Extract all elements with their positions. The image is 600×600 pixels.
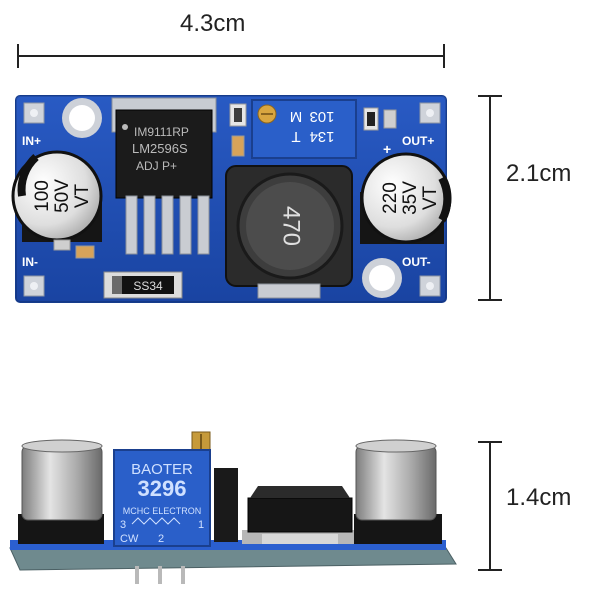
pcb-top-view: IN+ IN- OUT+ OUT- + 100 50V VT 220 35V V… — [11, 95, 452, 303]
cap-right-line2: 35V — [400, 181, 421, 215]
diode-side — [214, 468, 238, 542]
capacitor-right-side — [354, 439, 442, 544]
capacitor-left-side — [18, 439, 104, 544]
trimmer-pin-1: 1 — [198, 519, 204, 531]
trimmer-pin-3: 3 — [120, 519, 126, 531]
trimmer-cw: CW — [120, 533, 139, 545]
trimmer-model: 3296 — [138, 476, 187, 501]
width-dimension-line — [17, 44, 445, 68]
label-plus-sign: + — [383, 141, 391, 157]
trimmer-brand: BAOTER — [131, 461, 193, 478]
trimmer-top-letter: M — [290, 108, 303, 125]
height-dimension-line — [478, 95, 502, 301]
trimmer-potentiometer-top: 103 M 134 T — [251, 99, 357, 159]
trimmer-pin-2: 2 — [158, 533, 164, 545]
inductor-code: 470 — [278, 206, 305, 246]
cap-right-line1: 220 — [380, 182, 401, 214]
ic-line3: ADJ P+ — [136, 159, 177, 173]
mounting-holes — [62, 98, 402, 298]
diode: SS34 — [103, 271, 183, 299]
cap-right-line3: VT — [420, 185, 441, 210]
trimmer-top-code: 103 — [309, 108, 334, 125]
cap-left-line2: 50V — [52, 179, 73, 213]
smd-components — [53, 103, 397, 259]
trimmer-bottom-letter: T — [291, 128, 300, 145]
trimmer-potentiometer-side: BAOTER 3296 MCHC ELECTRON 3 1 CW 2 — [113, 431, 211, 547]
regulator-ic: IM9111RP LM2596S ADJ P+ — [111, 97, 217, 255]
pcb-side-view: BAOTER 3296 MCHC ELECTRON 3 1 CW 2 — [9, 431, 457, 584]
trimmer-bottom-code: 134 — [309, 128, 334, 145]
capacitor-right: 220 35V VT — [360, 152, 452, 244]
label-in-plus: IN+ — [22, 134, 41, 148]
label-out-plus: OUT+ — [402, 134, 434, 148]
thickness-dimension-label: 1.4cm — [506, 484, 572, 511]
label-out-minus: OUT- — [402, 255, 431, 269]
height-dimension-label: 2.1cm — [506, 160, 572, 187]
thickness-dimension-line — [478, 441, 502, 571]
cap-left-line1: 100 — [32, 180, 53, 212]
label-in-minus: IN- — [22, 255, 38, 269]
inductor: 470 — [225, 165, 353, 299]
ic-line2: LM2596S — [132, 141, 188, 156]
trimmer-maker: MCHC ELECTRON — [123, 506, 202, 516]
diode-code: SS34 — [133, 279, 163, 293]
regulator-ic-side — [242, 486, 354, 544]
ic-line1: IM9111RP — [134, 125, 189, 139]
capacitor-left: 100 50V VT — [11, 150, 103, 242]
cap-left-line3: VT — [72, 183, 93, 208]
width-dimension-label: 4.3cm — [180, 10, 246, 37]
